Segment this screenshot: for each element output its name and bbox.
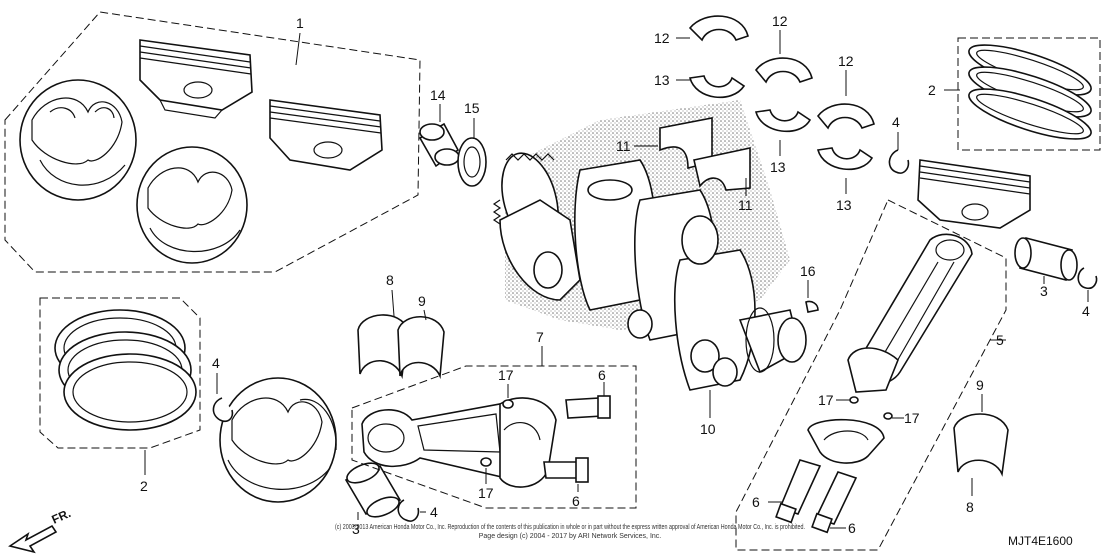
piston-side-1 — [139, 39, 253, 119]
piston-pin-3b[interactable]: 3 — [1014, 237, 1078, 299]
callout-6c[interactable]: 6 — [752, 494, 760, 510]
callout-7[interactable]: 7 — [536, 329, 544, 345]
main-bearing-13b[interactable]: 13 — [754, 109, 812, 175]
conrod-nut-17d — [883, 412, 893, 420]
callout-17d[interactable]: 17 — [904, 410, 920, 426]
woodruff-key[interactable]: 16 — [800, 263, 819, 313]
callout-5[interactable]: 5 — [996, 332, 1004, 348]
callout-12a[interactable]: 12 — [654, 30, 670, 46]
callout-4d[interactable]: 4 — [1082, 303, 1090, 319]
callout-11a[interactable]: 11 — [616, 138, 631, 154]
washer-15[interactable]: 15 — [457, 100, 487, 187]
callout-13b[interactable]: 13 — [770, 159, 786, 175]
front-arrow-icon — [8, 524, 58, 554]
circlip-4c[interactable]: 4 — [888, 114, 910, 174]
piston-crown-2 — [136, 146, 248, 264]
conrod-bolt-6d — [811, 471, 858, 534]
piston-upper-right[interactable] — [917, 159, 1031, 229]
callout-9b[interactable]: 9 — [976, 377, 984, 393]
conrod-bolt-6b — [543, 457, 589, 483]
callout-1[interactable]: 1 — [296, 15, 304, 31]
piston-crown-1 — [19, 79, 137, 201]
callout-8a[interactable]: 8 — [386, 272, 394, 288]
conrod-bolt-6a — [565, 395, 611, 419]
callout-16[interactable]: 16 — [800, 263, 816, 279]
conrod-assembly-lower[interactable]: 7 17 17 6 6 — [351, 329, 637, 509]
callout-17a[interactable]: 17 — [498, 367, 514, 383]
conrod-nut-17c — [849, 396, 859, 404]
callout-10[interactable]: 10 — [700, 421, 716, 437]
callout-3b[interactable]: 3 — [1040, 283, 1048, 299]
callout-6b[interactable]: 6 — [572, 493, 580, 509]
callout-13c[interactable]: 13 — [836, 197, 852, 213]
callout-14[interactable]: 14 — [430, 87, 446, 103]
callout-4b[interactable]: 4 — [430, 504, 438, 520]
piston-lower[interactable] — [219, 377, 337, 503]
piston-pin-3a[interactable]: 3 — [344, 459, 402, 537]
callout-15[interactable]: 15 — [464, 100, 480, 116]
main-bearing-12a[interactable]: 12 — [654, 15, 749, 46]
conrod-assembly-dashed-box — [351, 365, 637, 509]
front-label: FR. — [50, 506, 73, 527]
main-bearing-13a[interactable]: 13 — [654, 72, 746, 99]
conrod-nut-17b — [480, 457, 492, 467]
callout-12b[interactable]: 12 — [772, 13, 788, 29]
conrod-bolt-6c — [775, 459, 822, 524]
callout-17c[interactable]: 17 — [818, 392, 834, 408]
circlip-4a[interactable]: 4 — [212, 355, 234, 423]
callout-6d[interactable]: 6 — [848, 520, 856, 536]
callout-2-lower[interactable]: 2 — [140, 478, 148, 494]
conrod-bearing-8a[interactable]: 8 — [357, 272, 409, 380]
callout-2-upper[interactable]: 2 — [928, 82, 936, 98]
conrod-assembly-right[interactable]: 5 17 17 6 6 — [735, 199, 1007, 551]
conrod-bearing-9b[interactable]: 9 8 — [953, 377, 1009, 515]
conrod-nut-17a — [502, 399, 514, 409]
front-direction-indicator: FR. — [8, 506, 73, 554]
main-bearing-12c[interactable]: 12 — [816, 53, 875, 130]
piston-rings-upper — [968, 44, 1092, 140]
thrust-washer-11b[interactable]: 11 — [693, 147, 753, 213]
ring-set-dashed-box-lower — [39, 297, 201, 449]
callout-17b[interactable]: 17 — [478, 485, 494, 501]
piston-ring-set-upper[interactable]: 2 — [928, 35, 1101, 151]
callout-9a[interactable]: 9 — [418, 293, 426, 309]
copyright-line-1: (c) 2003-2013 American Honda Motor Co., … — [335, 524, 805, 531]
piston-side-2 — [269, 99, 383, 171]
leader-line-1 — [295, 32, 301, 66]
circlip-4b[interactable]: 4 — [397, 499, 438, 522]
callout-6a[interactable]: 6 — [598, 367, 606, 383]
callout-4c[interactable]: 4 — [892, 114, 900, 130]
ring-set-dashed-box-upper — [957, 37, 1101, 151]
piston-set-dashed-box — [4, 11, 421, 273]
main-bearing-13c[interactable]: 13 — [816, 147, 874, 213]
piston-set-group[interactable]: 1 — [4, 11, 421, 273]
callout-8b[interactable]: 8 — [966, 499, 974, 515]
callout-4a[interactable]: 4 — [212, 355, 220, 371]
callout-3a[interactable]: 3 — [352, 521, 360, 537]
diagram-code: MJT4E1600 — [1008, 534, 1073, 548]
callout-12c[interactable]: 12 — [838, 53, 854, 69]
bearing-14[interactable]: 14 — [418, 87, 460, 168]
crankshaft[interactable]: 10 — [492, 100, 807, 437]
callout-11b[interactable]: 11 — [738, 197, 753, 213]
piston-ring-set-lower[interactable]: 2 — [39, 297, 201, 494]
callout-13a[interactable]: 13 — [654, 72, 670, 88]
main-bearing-12b[interactable]: 12 — [754, 13, 813, 84]
conrod-bearing-9a[interactable]: 9 — [397, 293, 445, 380]
circlip-4d[interactable]: 4 — [1077, 267, 1098, 319]
piston-rings-lower — [54, 309, 197, 431]
copyright-line-2: Page design (c) 2004 - 2017 by ARI Netwo… — [479, 533, 662, 540]
